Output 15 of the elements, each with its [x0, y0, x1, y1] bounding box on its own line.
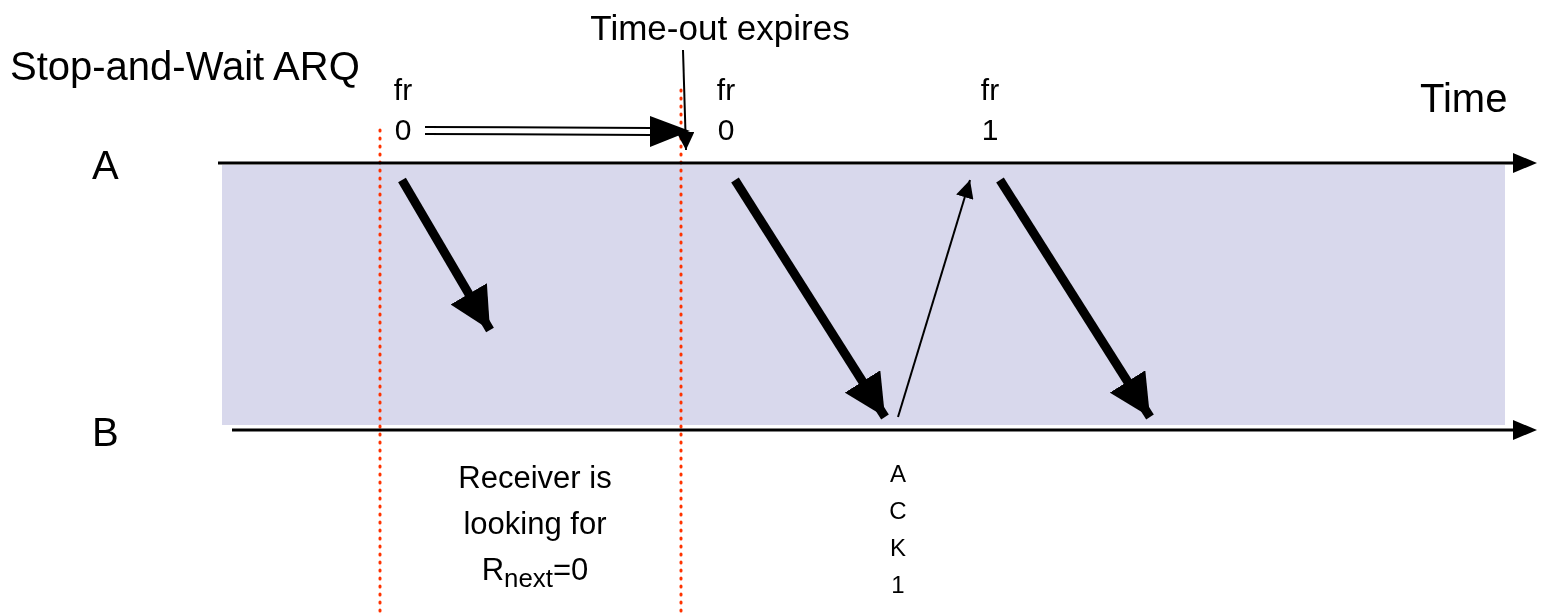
arrow: [897, 179, 974, 418]
leader-arrow: [676, 49, 695, 151]
arrow: [731, 177, 889, 420]
edge-label: fr 1: [979, 72, 1001, 148]
timeline-label: B: [92, 417, 119, 447]
edge-label: fr 0: [715, 72, 737, 148]
edge-label: A C K 1: [888, 459, 908, 600]
edge-label: fr 0: [392, 72, 414, 148]
axis-label: Time: [1420, 76, 1509, 121]
arrow: [996, 177, 1154, 420]
timeline-label: A: [92, 150, 119, 180]
diagram-title: Stop-and-Wait ARQ: [10, 44, 360, 89]
note-text: Receiver is looking for R$_{next}$=0: [457, 459, 613, 595]
lost-frame-arrow: [398, 177, 494, 333]
annotation-text: Time-out expires: [589, 7, 851, 49]
